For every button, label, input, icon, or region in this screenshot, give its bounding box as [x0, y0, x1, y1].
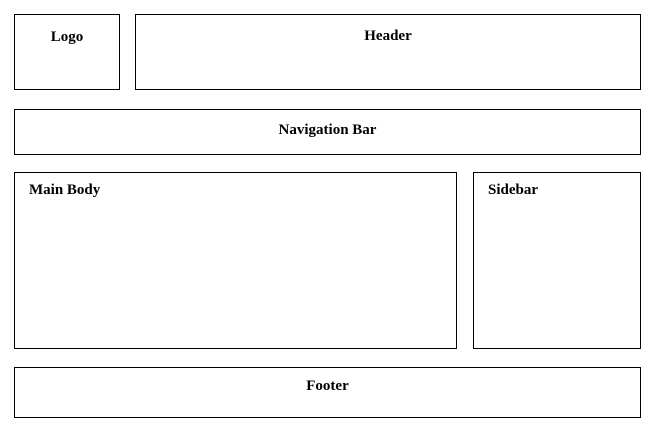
- footer-region[interactable]: Footer: [14, 367, 641, 418]
- header-region-label: Header: [364, 28, 412, 44]
- logo-region[interactable]: Logo: [14, 14, 120, 90]
- navigation-bar-region[interactable]: Navigation Bar: [14, 109, 641, 155]
- main-body-region-label: Main Body: [29, 182, 101, 198]
- sidebar-region[interactable]: Sidebar: [473, 172, 641, 349]
- navigation-bar-region-label: Navigation Bar: [278, 122, 377, 138]
- header-region[interactable]: Header: [135, 14, 641, 90]
- footer-region-label: Footer: [306, 378, 349, 394]
- main-body-region[interactable]: Main Body: [14, 172, 457, 349]
- sidebar-region-label: Sidebar: [488, 182, 539, 198]
- logo-region-label: Logo: [50, 29, 84, 45]
